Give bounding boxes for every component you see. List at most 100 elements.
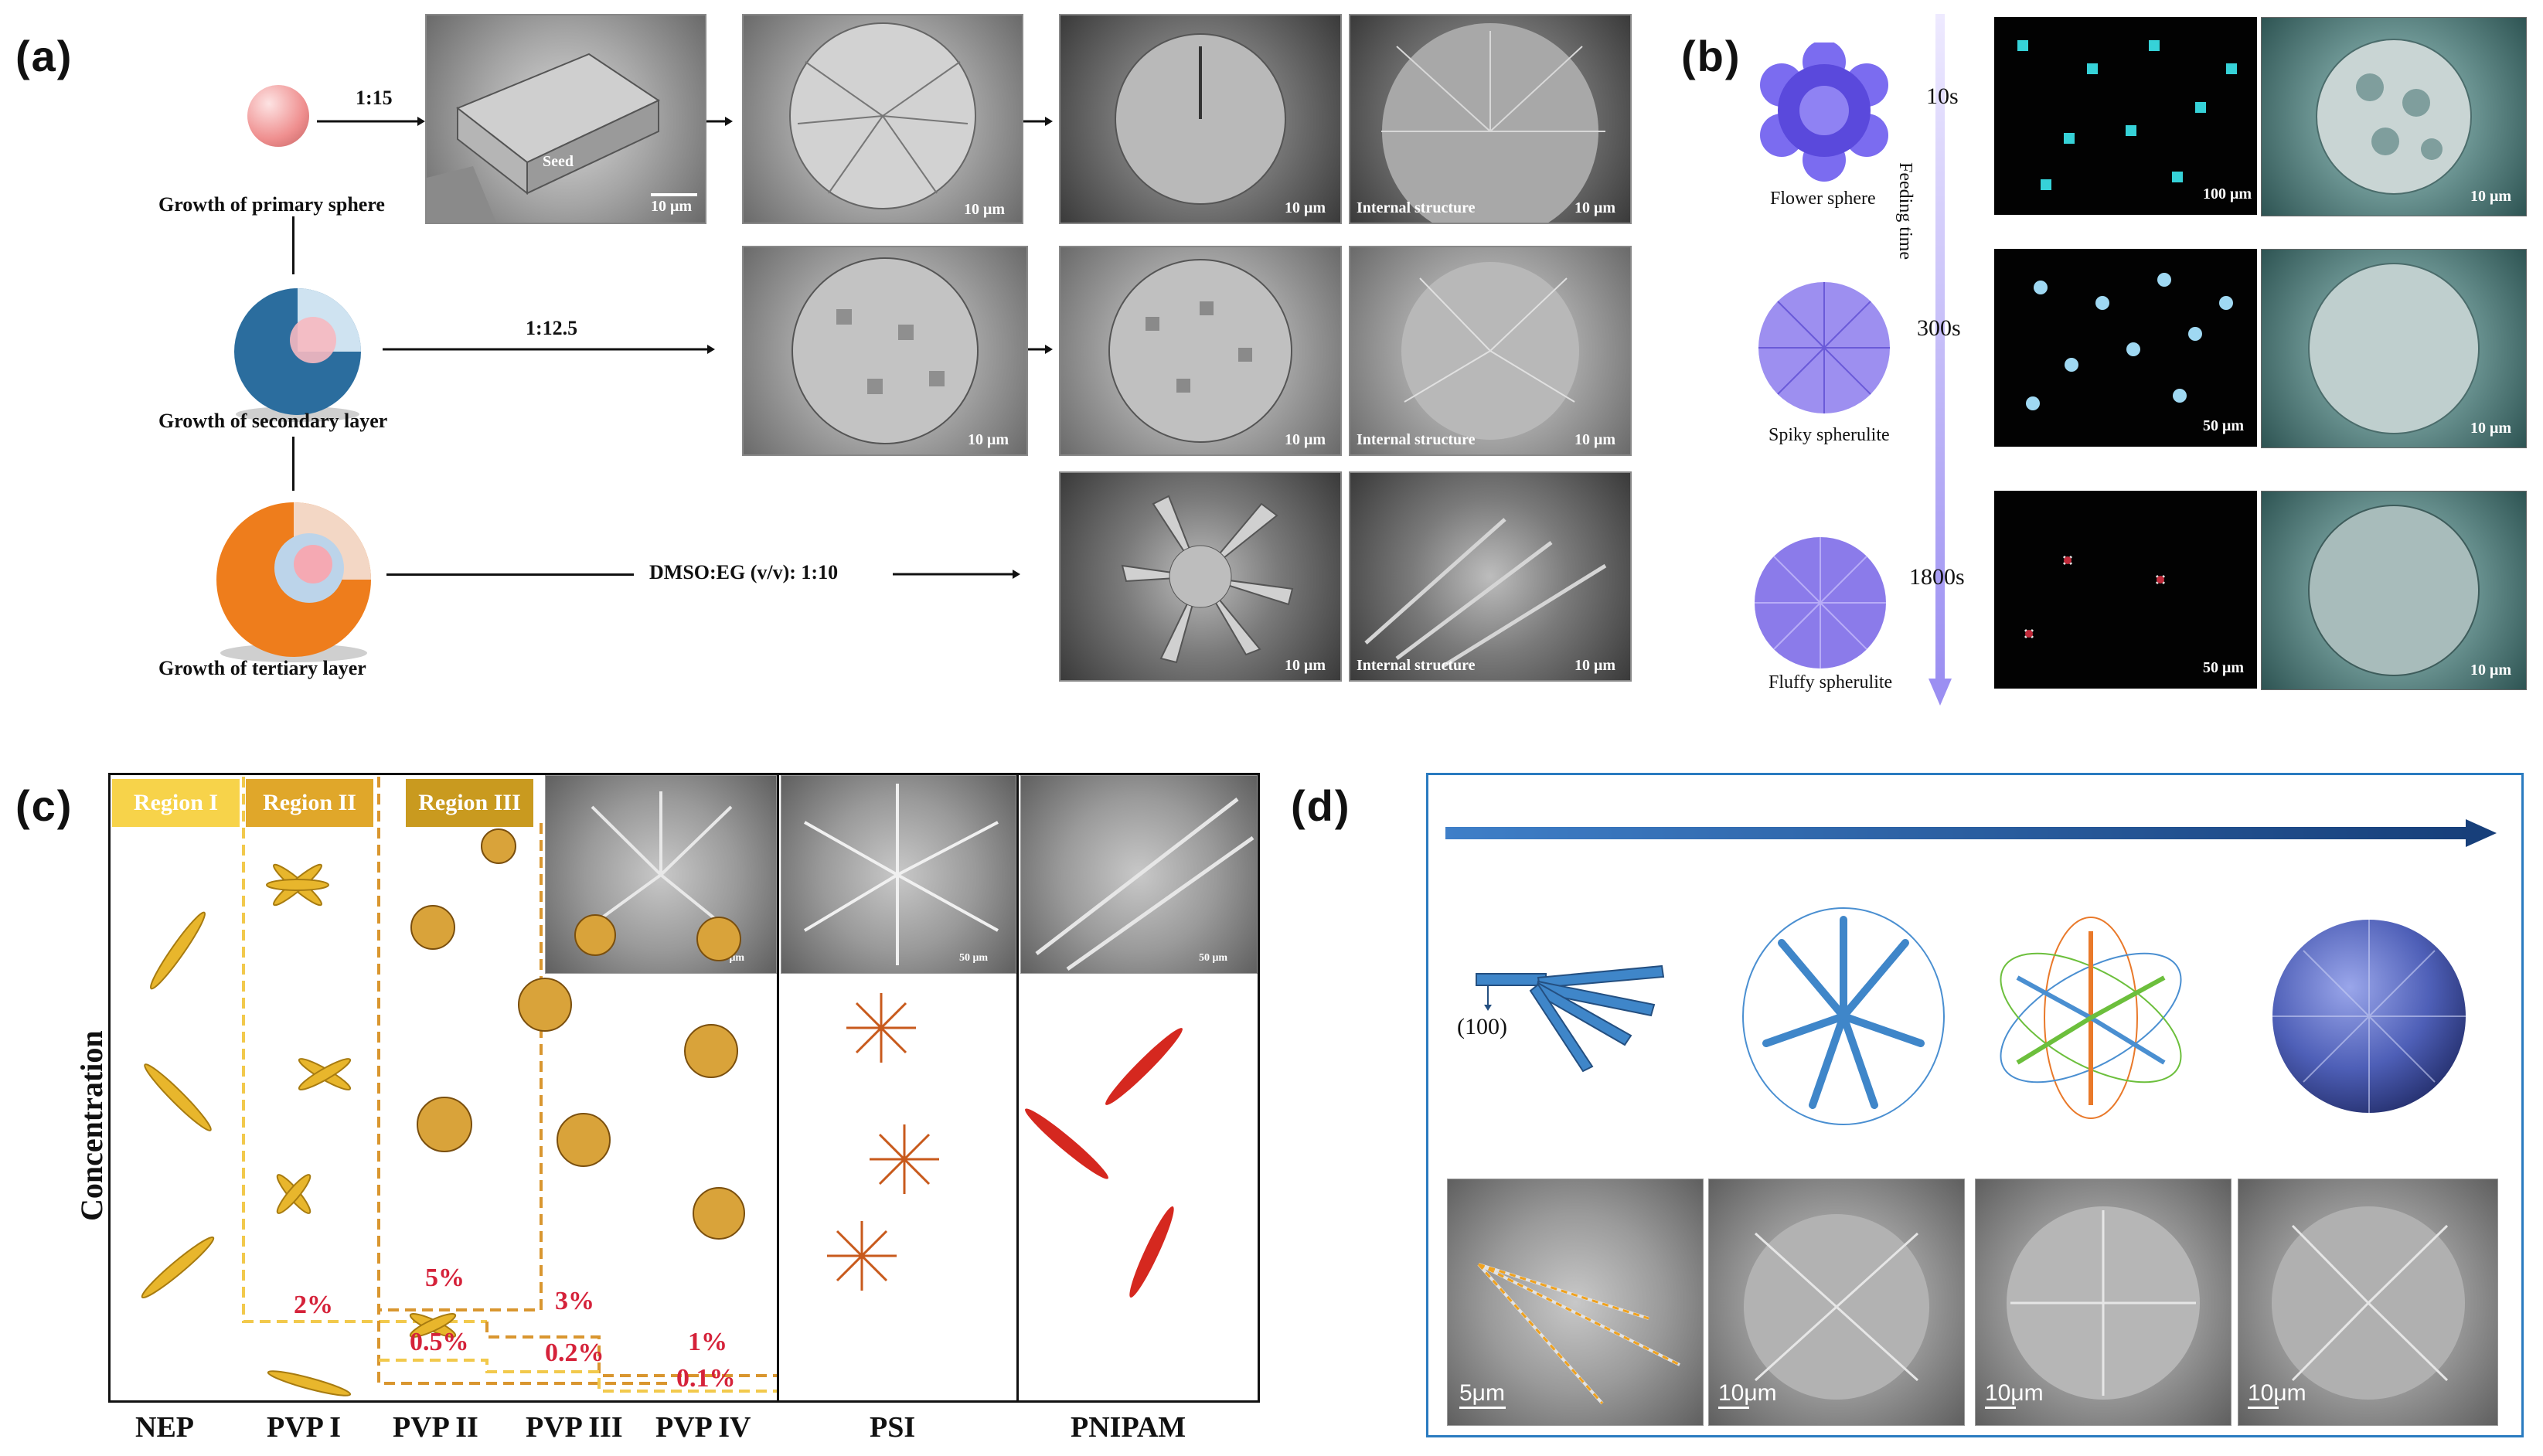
caption-tertiary-layer: Growth of tertiary layer [158, 657, 366, 679]
arrow-ratio-3-line [386, 573, 634, 576]
pct-5: 5% [425, 1264, 465, 1292]
sem-d-2: 10μm [1708, 1179, 1965, 1426]
xlabel-psi: PSI [870, 1411, 916, 1444]
sem-d-1: 5μm [1447, 1179, 1704, 1426]
scale-a3: 10 μm [1285, 199, 1326, 216]
sem-secondary-sphere-2: 10 μm [1059, 246, 1342, 456]
panel-c-divider-1 [777, 773, 779, 1403]
scale-b1: 100 μm [2203, 185, 2252, 202]
panel-d-label: (d) [1291, 781, 1351, 830]
scale-b5: 10 μm [2470, 420, 2511, 437]
region-1: Region I [112, 779, 240, 827]
scale-d1: 5μm [1459, 1380, 1506, 1409]
shape-fluffy-spherulite: Fluffy spherulite [1769, 672, 1893, 692]
connector-vertical-1 [292, 216, 294, 274]
shape-spiky-spherulite: Spiky spherulite [1769, 425, 1890, 445]
pom-image-10s: 100 μm [1994, 17, 2257, 215]
region-2: Region II [246, 779, 373, 827]
scale-a7: 10 μm [1574, 431, 1615, 448]
feeding-time-label: Feeding time [1895, 162, 1915, 260]
arrow-ratio-2 [383, 344, 715, 355]
sem-spiky-spherulite: 10 μm [2261, 249, 2527, 448]
sem-d-3: 10μm [1975, 1179, 2232, 1426]
c-ylabel: Concentration [74, 1030, 109, 1221]
flower-sphere-illustration [1751, 40, 1898, 182]
pct-0-1: 0.1% [676, 1364, 736, 1393]
sem-secondary-internal: Internal structure 10 μm [1349, 246, 1632, 456]
pct-3: 3% [555, 1287, 594, 1315]
spiky-spherulite-illustration [1755, 278, 1894, 417]
scale-d3: 10μm [1985, 1380, 2044, 1409]
panel-c-label: (c) [15, 781, 73, 830]
pct-0-5: 0.5% [410, 1328, 469, 1356]
caption-primary-sphere: Growth of primary sphere [158, 193, 385, 216]
fluffy-spherulite-illustration [1751, 533, 1890, 672]
scale-c3: 50 μm [1199, 952, 1228, 964]
arrow-ratio-3-head [893, 569, 1020, 580]
connector-vertical-2 [292, 437, 294, 491]
ratio-dmso-eg: DMSO:EG (v/v): 1:10 [649, 561, 839, 583]
time-1800s: 1800s [1909, 564, 1965, 590]
sem-primary-internal: Internal structure 10 μm [1349, 14, 1632, 224]
panel-c-frame [108, 773, 1260, 1403]
scale-b2: 50 μm [2203, 417, 2244, 434]
sem-fluffy-spherulite: 10 μm [2261, 491, 2527, 690]
xlabel-nep: NEP [135, 1411, 194, 1444]
growth-direction-arrow [1445, 818, 2497, 849]
scale-a6: 10 μm [1285, 431, 1326, 448]
scale-b3: 50 μm [2203, 659, 2244, 676]
scale-a8: 10 μm [1285, 657, 1326, 674]
feeding-time-arrow [1929, 14, 1952, 706]
tertiary-layer-illustration [201, 495, 386, 665]
xlabel-pnipam: PNIPAM [1071, 1411, 1186, 1444]
caption-secondary-layer: Growth of secondary layer [158, 410, 388, 432]
pom-image-300s: 50 μm [1994, 249, 2257, 447]
sem-primary-sphere: 10 μm [742, 14, 1023, 224]
xlabel-pvp-2: PVP II [393, 1411, 478, 1444]
arrow-row1-b [1022, 116, 1053, 127]
panel-c-divider-2 [1016, 773, 1019, 1403]
branch-stage-1 [1453, 943, 1700, 1097]
sem-tertiary-internal: Internal structure 10 μm [1349, 471, 1632, 682]
scale-a1: 10 μm [651, 193, 697, 216]
arrow-ratio-1 [317, 116, 425, 127]
sem-primary-sphere-2: 10 μm [1059, 14, 1342, 224]
sem-d-4: 10μm [2238, 1179, 2498, 1426]
time-300s: 300s [1917, 315, 1961, 341]
pct-0-2: 0.2% [545, 1339, 604, 1367]
scale-a9: 10 μm [1574, 657, 1615, 674]
scale-b4: 10 μm [2470, 188, 2511, 205]
branch-stage-3 [1994, 908, 2187, 1128]
region-3: Region III [406, 779, 533, 827]
sem-seed-crystal: Seed 10 μm [425, 14, 706, 224]
internal-label-2: Internal structure [1357, 431, 1476, 448]
sem-c-psi: 50 μm [781, 775, 1016, 974]
arrow-row1-a [702, 116, 733, 127]
internal-label-3: Internal structure [1357, 657, 1476, 674]
sem-tertiary-sphere: 10 μm [1059, 471, 1342, 682]
miller-index: (100) [1457, 1014, 1507, 1039]
panel-a-label: (a) [15, 32, 73, 80]
xlabel-pvp-3: PVP III [526, 1411, 623, 1444]
panel-d-frame [1426, 773, 2524, 1437]
sem-c-pnipam: 50 μm [1020, 775, 1258, 974]
scale-b6: 10 μm [2470, 662, 2511, 679]
branch-stage-2 [1735, 904, 1952, 1128]
pom-image-1800s: 50 μm [1994, 491, 2257, 689]
scale-a5: 10 μm [968, 431, 1009, 448]
scale-a4: 10 μm [1574, 199, 1615, 216]
ratio-1-12-5: 1:12.5 [526, 317, 578, 339]
spherulite-stage-4 [2265, 908, 2473, 1124]
secondary-layer-illustration [220, 278, 375, 425]
internal-label-1: Internal structure [1357, 199, 1476, 216]
primary-sphere-illustration [247, 85, 309, 147]
pct-1: 1% [688, 1328, 727, 1356]
time-10s: 10s [1926, 83, 1959, 109]
shape-flower-sphere: Flower sphere [1770, 189, 1876, 209]
crystals-c [108, 773, 1260, 1403]
scale-d2: 10μm [1718, 1380, 1777, 1409]
ratio-1-15: 1:15 [356, 87, 393, 109]
scale-d4: 10μm [2248, 1380, 2306, 1409]
pct-2: 2% [294, 1291, 333, 1319]
panel-b-label: (b) [1681, 32, 1741, 80]
